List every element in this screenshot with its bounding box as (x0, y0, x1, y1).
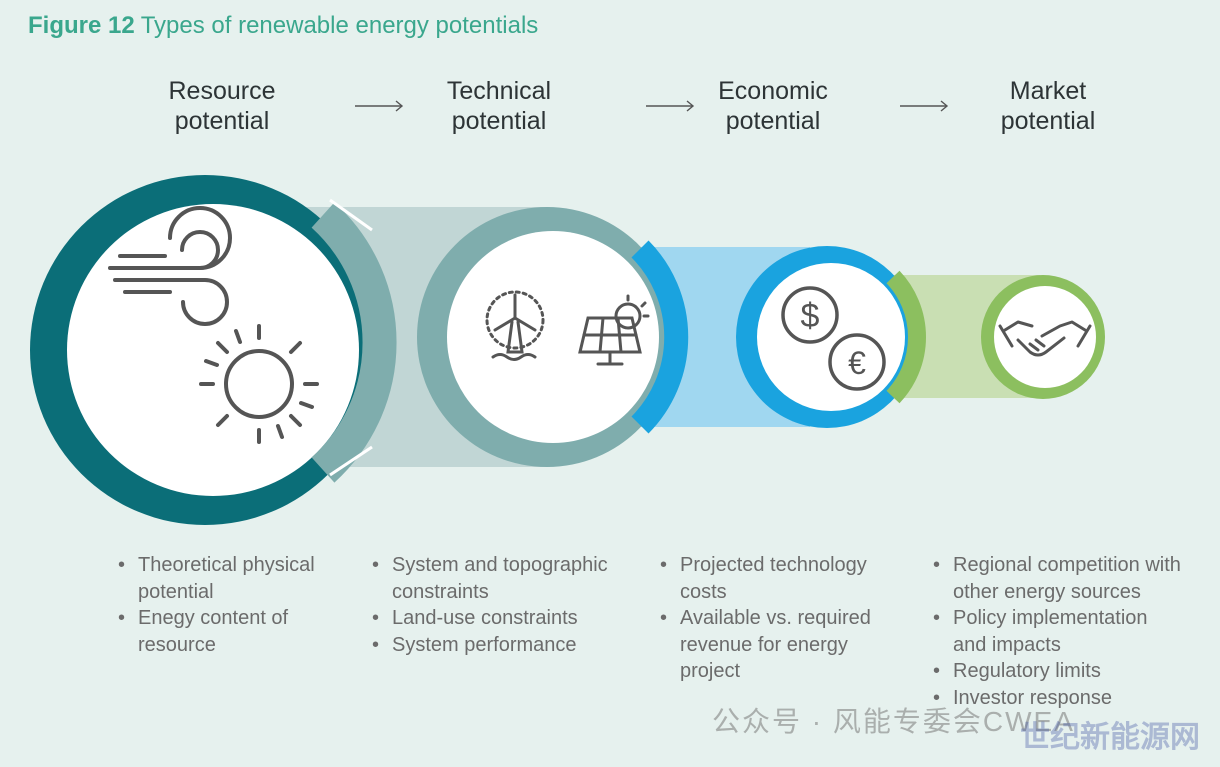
market-disc (994, 286, 1096, 388)
stage-heading-line: Market (1009, 77, 1087, 105)
technical-disc (447, 231, 659, 443)
solar-panel-icon (578, 294, 650, 366)
list-item: Regulatory limits (933, 658, 1183, 685)
figure-caption: Types of renewable energy potentials (140, 12, 539, 39)
divider (329, 445, 373, 477)
stage-heading-market: Market potential (938, 76, 1158, 136)
list-item: Available vs. required revenue for energ… (660, 605, 900, 685)
economic-ring-accent (886, 270, 926, 404)
figure-label: Figure 12 (28, 12, 135, 39)
wind-turbine-icon (485, 290, 545, 361)
resource-ring-accent (311, 202, 397, 483)
watermark-text: 公众号 · 风能专委会CWEA (712, 706, 1075, 737)
stage-heading-line: Economic (718, 77, 828, 105)
dollar-coin-icon: $ (781, 286, 839, 344)
euro-coin-icon: € (828, 333, 886, 391)
list-item: System performance (372, 632, 642, 659)
arrow-icon (646, 100, 695, 112)
list-item: Policy implementation and impacts (933, 605, 1183, 658)
sun-icon (199, 324, 319, 444)
stage-heading-line: potential (451, 107, 547, 135)
arrow-icon (355, 100, 404, 112)
stage-heading-economic: Economic potential (663, 76, 883, 136)
divider (329, 198, 373, 232)
resource-disc (67, 204, 359, 496)
watermark-logo: 世纪新能源网 (1020, 721, 1200, 754)
stage-heading-line: Technical (446, 77, 552, 105)
list-item: Land-use constraints (372, 605, 642, 632)
stage-heading-resource: Resource potential (112, 76, 332, 136)
economic-disc (757, 263, 905, 411)
market-bullet-list: Regional competition with other energy s… (933, 552, 1183, 711)
stage-heading-technical: Technical potential (389, 76, 609, 136)
resource-bullet-list: Theoretical physical potential Enegy con… (118, 552, 348, 658)
svg-text:€: € (848, 345, 866, 381)
economic-bullet-list: Projected technology costs Available vs.… (660, 552, 900, 685)
list-item: Theoretical physical potential (118, 552, 348, 605)
list-item: Enegy content of resource (118, 605, 348, 658)
svg-text:$: $ (801, 297, 820, 335)
stage-heading-line: Resource (168, 77, 276, 105)
list-item: Investor response (933, 685, 1183, 712)
wind-icon (108, 206, 232, 326)
stage-heading-line: potential (725, 107, 821, 135)
arrow-icon (900, 100, 949, 112)
list-item: Regional competition with other energy s… (933, 552, 1183, 605)
handshake-icon (998, 320, 1092, 357)
stage-heading-line: potential (174, 107, 270, 135)
list-item: System and topographic constraints (372, 552, 642, 605)
stage-heading-line: potential (1000, 107, 1096, 135)
technical-bullet-list: System and topographic constraints Land-… (372, 552, 642, 658)
technical-ring-accent (631, 240, 689, 434)
list-item: Projected technology costs (660, 552, 900, 605)
